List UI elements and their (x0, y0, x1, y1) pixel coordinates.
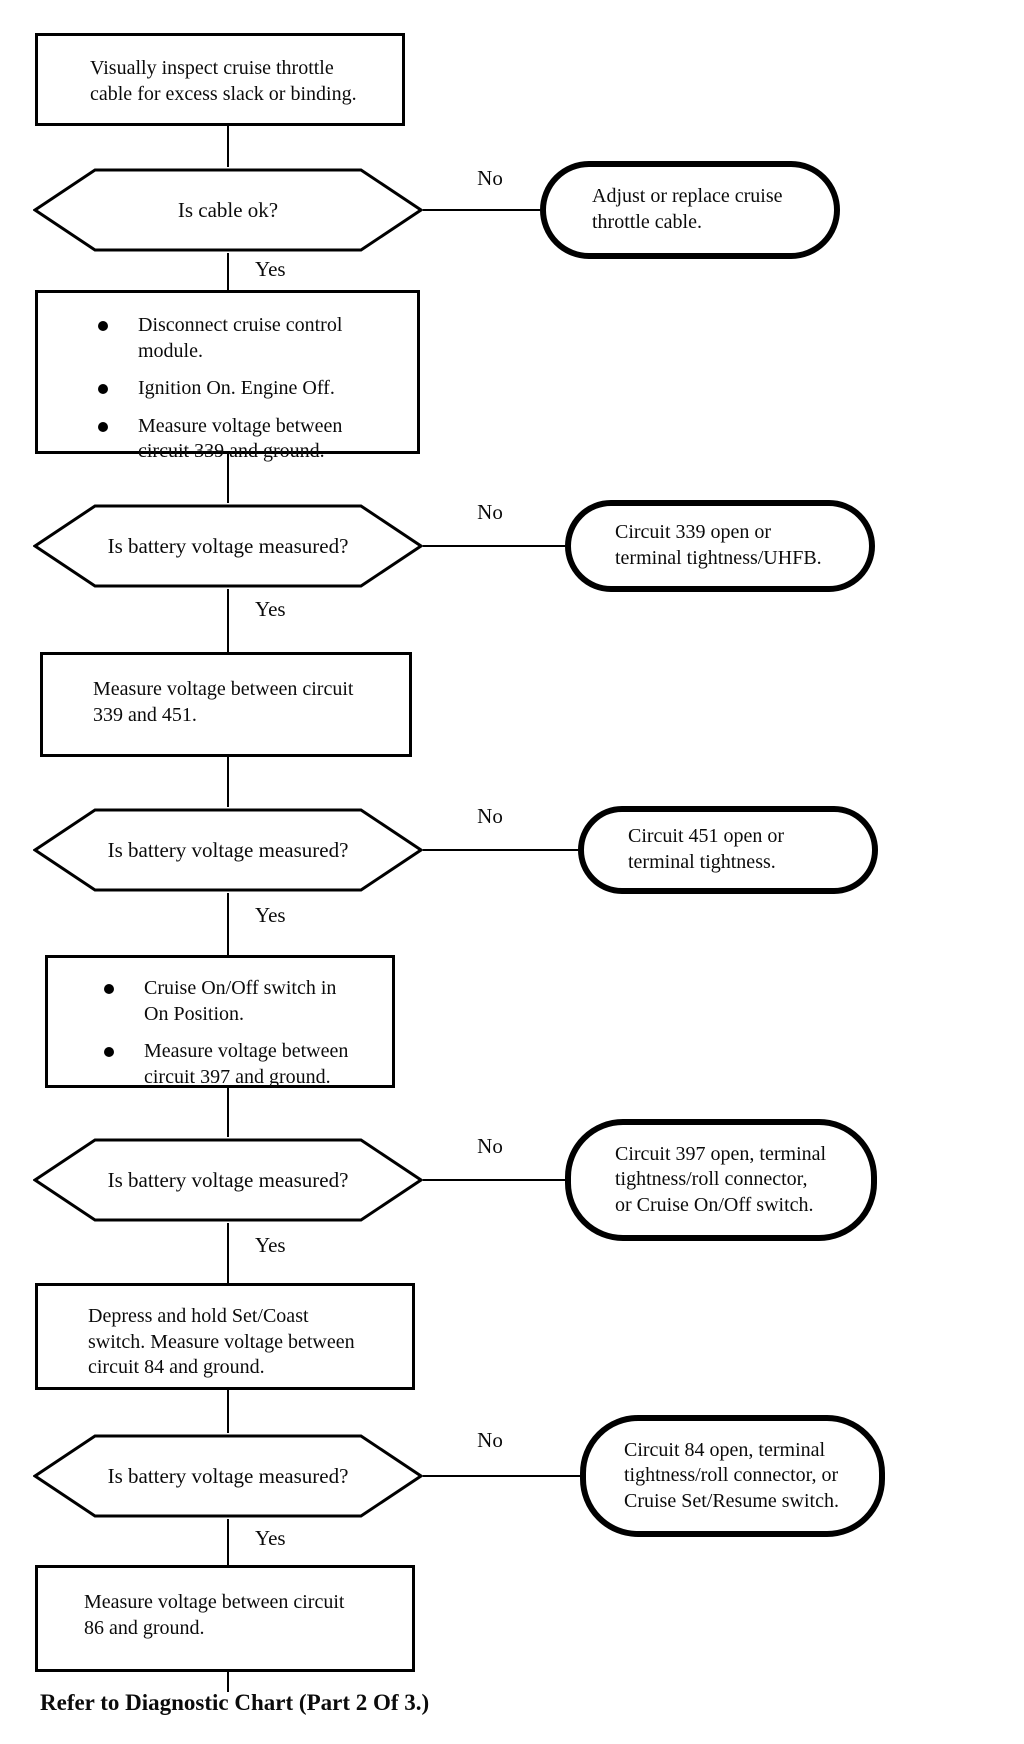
bullet-text: Disconnect cruise control module. (138, 314, 343, 362)
process-text: Depress and hold Set/Coast switch. Measu… (88, 1305, 355, 1379)
hexagon-shape (33, 1434, 423, 1518)
no-label: No (477, 166, 503, 190)
connector-line (227, 1519, 229, 1565)
no-label: No (477, 500, 503, 524)
connector-line (227, 1223, 229, 1283)
connector-no-line (423, 849, 578, 851)
bullet-icon (98, 421, 108, 432)
terminal-oval-circuit-84: Circuit 84 open, terminal tightness/roll… (580, 1415, 885, 1537)
list-item: Measure voltage between circuit 339 and … (82, 414, 393, 465)
connector-no-line (423, 1179, 565, 1181)
connector-no-line (423, 209, 540, 211)
connector-no-line (423, 545, 565, 547)
yes-label: Yes (255, 903, 286, 927)
bullet-list: Cruise On/Off switch in On Position. Mea… (48, 958, 392, 1102)
process-box-disconnect-module: Disconnect cruise control module. Igniti… (35, 290, 420, 462)
connector-line (227, 454, 229, 503)
bullet-text: Measure voltage between circuit 397 and … (144, 1040, 349, 1088)
terminal-text: Circuit 451 open or terminal tightness. (628, 825, 785, 873)
process-text: Measure voltage between circuit 86 and g… (84, 1591, 345, 1639)
terminal-oval-circuit-339: Circuit 339 open or terminal tightness/U… (565, 500, 875, 592)
connector-line (227, 893, 229, 955)
yes-label: Yes (255, 597, 286, 621)
process-box-inspect-cable: Visually inspect cruise throttle cable f… (35, 33, 405, 126)
list-item: Ignition On. Engine Off. (82, 376, 393, 402)
process-box-cruise-switch-on: Cruise On/Off switch in On Position. Mea… (45, 955, 395, 1088)
decision-text: Is battery voltage measured? (107, 1463, 349, 1488)
connector-line (227, 253, 229, 290)
terminal-oval-circuit-451: Circuit 451 open or terminal tightness. (578, 806, 878, 894)
decision-hexagon-battery-voltage-3: Is battery voltage measured? (33, 1137, 423, 1223)
bullet-icon (98, 321, 108, 331)
terminal-text: Circuit 84 open, terminal tightness/roll… (624, 1438, 839, 1512)
decision-text: Is battery voltage measured? (107, 533, 349, 558)
decision-text: Is battery voltage measured? (107, 1167, 349, 1192)
bullet-text: Ignition On. Engine Off. (138, 377, 335, 400)
connector-line (227, 1390, 229, 1433)
terminal-text: Adjust or replace cruise throttle cable. (592, 185, 783, 233)
connector-line (227, 1088, 229, 1137)
list-item: Disconnect cruise control module. (82, 313, 393, 364)
connector-line (227, 757, 229, 807)
decision-text: Is battery voltage measured? (107, 837, 349, 862)
no-label: No (477, 1428, 503, 1452)
bullet-text: Cruise On/Off switch in On Position. (144, 977, 337, 1025)
yes-label: Yes (255, 1233, 286, 1257)
process-text: Visually inspect cruise throttle cable f… (90, 57, 357, 105)
process-box-set-coast: Depress and hold Set/Coast switch. Measu… (35, 1283, 415, 1390)
connector-line (227, 589, 229, 652)
connector-line (227, 1672, 229, 1692)
bullet-icon (98, 384, 108, 395)
hexagon-shape (33, 808, 423, 892)
process-box-measure-86: Measure voltage between circuit 86 and g… (35, 1565, 415, 1672)
decision-text: Is cable ok? (177, 197, 279, 222)
decision-hexagon-battery-voltage-4: Is battery voltage measured? (33, 1433, 423, 1519)
hexagon-shape (33, 504, 423, 588)
bullet-icon (104, 1047, 114, 1058)
bullet-list: Disconnect cruise control module. Igniti… (38, 293, 417, 477)
decision-hexagon-battery-voltage-1: Is battery voltage measured? (33, 503, 423, 589)
connector-line (227, 126, 229, 167)
decision-hexagon-battery-voltage-2: Is battery voltage measured? (33, 807, 423, 893)
list-item: Measure voltage between circuit 397 and … (88, 1039, 380, 1090)
connector-no-line (423, 1475, 580, 1477)
process-box-measure-339-451: Measure voltage between circuit 339 and … (40, 652, 412, 757)
hexagon-shape (33, 1138, 423, 1222)
terminal-oval-adjust-cable: Adjust or replace cruise throttle cable. (540, 161, 840, 259)
bullet-icon (104, 984, 114, 994)
terminal-oval-circuit-397: Circuit 397 open, terminal tightness/rol… (565, 1119, 877, 1241)
no-label: No (477, 1134, 503, 1158)
process-text: Measure voltage between circuit 339 and … (93, 678, 354, 726)
hexagon-shape (33, 168, 423, 252)
refer-caption: Refer to Diagnostic Chart (Part 2 Of 3.) (40, 1690, 430, 1715)
yes-label: Yes (255, 257, 286, 281)
list-item: Cruise On/Off switch in On Position. (88, 976, 380, 1027)
no-label: No (477, 804, 503, 828)
terminal-text: Circuit 339 open or terminal tightness/U… (615, 521, 822, 569)
decision-hexagon-cable-ok: Is cable ok? (33, 167, 423, 253)
terminal-text: Circuit 397 open, terminal tightness/rol… (615, 1142, 827, 1216)
yes-label: Yes (255, 1526, 286, 1550)
bullet-text: Measure voltage between circuit 339 and … (138, 414, 343, 463)
